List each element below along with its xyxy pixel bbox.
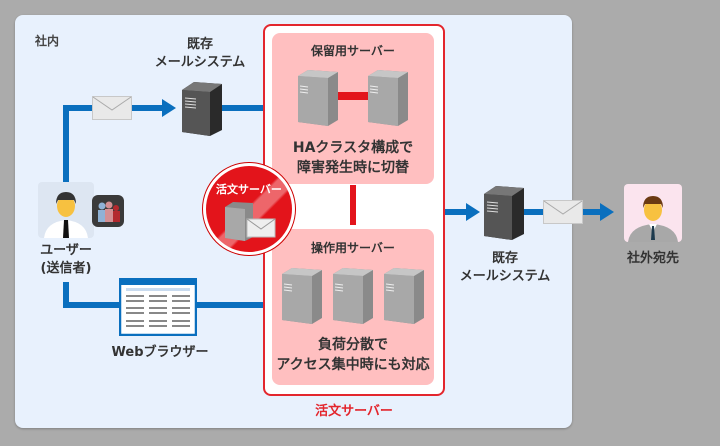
user-group-icon [92, 195, 124, 227]
badge-server-mail-icon [225, 202, 276, 241]
operation-server-cluster [282, 268, 424, 324]
server-icon [282, 268, 322, 324]
user-avatar [38, 182, 94, 238]
server-icon [298, 70, 338, 126]
arrow-head-to-mail [162, 99, 176, 117]
server-icon [368, 70, 408, 126]
hold-server-pair [298, 70, 408, 126]
katsubun-server-label: 活文サーバー [315, 404, 393, 419]
operation-server-description: 負荷分散で アクセス集中時にも対応 [276, 337, 430, 373]
envelope-icon [543, 200, 583, 224]
external-recipient-avatar [624, 184, 682, 242]
hold-server-description: HAクラスタ構成で 障害発生時に切替 [292, 140, 414, 176]
operation-server-title: 操作用サーバー [311, 241, 395, 255]
external-recipient-label: 社外宛先 [626, 251, 679, 266]
internal-zone-label: 社内 [35, 34, 60, 48]
server-icon [333, 268, 373, 324]
web-browser-label: Webブラウザー [111, 345, 209, 360]
existing-mail-top-label: 既存 メールシステム [154, 37, 246, 70]
mail-server-icon [484, 186, 524, 240]
server-connector [350, 185, 356, 225]
server-icon [384, 268, 424, 324]
mail-server-icon [182, 82, 222, 136]
web-browser-icon [119, 278, 197, 336]
badge-label: 活文サーバー [216, 183, 282, 196]
hold-server-title: 保留用サーバー [311, 44, 395, 58]
existing-mail-right-label: 既存 メールシステム [459, 251, 551, 284]
person-icon [44, 192, 88, 238]
flow-line-user-to-browser [63, 282, 120, 308]
user-label: ユーザー (送信者) [40, 243, 92, 276]
flow-line-user-to-mail [63, 105, 165, 182]
person-icon [628, 196, 678, 242]
arrow-head-to-external [600, 203, 614, 221]
arrow-head-to-right-mail [466, 203, 480, 221]
katsubun-badge: 活文サーバー [203, 163, 295, 255]
envelope-icon [92, 96, 132, 120]
